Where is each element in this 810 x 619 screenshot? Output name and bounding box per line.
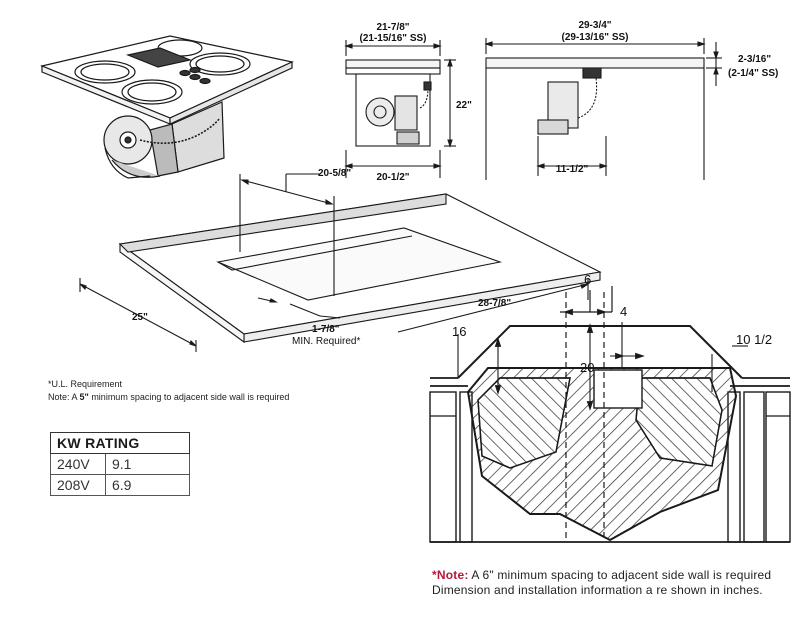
cabinet-cross-section (429, 286, 791, 543)
label-counter-depth: 25" (132, 312, 148, 323)
table-row: 240V 9.1 (50, 453, 190, 475)
label-cutout-width: 28-7/8" (478, 298, 511, 309)
label-thickness-ss: (2-1/4" SS) (728, 68, 778, 79)
notes-block: *U.L. Requirement Note: A 5" minimum spa… (48, 378, 289, 404)
label-side-width: 29-3/4" (578, 20, 611, 31)
voltage-cell: 240V (50, 453, 106, 475)
label-side-width-ss: (29-13/16" SS) (562, 32, 629, 43)
spacing-note-prefix: Note: A (48, 392, 80, 402)
cooktop-isometric (40, 35, 294, 179)
label-box-width: 20-1/2" (376, 172, 409, 183)
label-min-front: 1-7/8" (312, 324, 340, 335)
label-thickness: 2-3/16" (738, 54, 771, 65)
label-hand-20: 20 (580, 360, 594, 375)
label-top-width-ss: (21-15/16" SS) (360, 33, 427, 44)
label-side-box-width: 11-1/2" (556, 164, 589, 175)
kw-cell: 9.1 (105, 453, 190, 475)
label-top-width: 21-7/8" (376, 22, 409, 33)
bottom-note-text: A 6" minimum spacing to adjacent side wa… (432, 568, 772, 597)
label-min-required: MIN. Required* (292, 336, 360, 347)
control-knobs (179, 66, 211, 85)
kw-rating-title: KW RATING (50, 432, 190, 454)
front-view (344, 40, 456, 178)
bottom-note-lead: *Note: (432, 568, 469, 582)
side-view (484, 38, 722, 180)
downdraft-vent (125, 47, 193, 68)
label-cutout-depth: 20-5/8" (318, 168, 351, 179)
voltage-cell: 208V (50, 474, 106, 496)
table-row: 208V 6.9 (50, 474, 190, 496)
countertop-cutout (79, 173, 602, 352)
spacing-note: Note: A 5" minimum spacing to adjacent s… (48, 391, 289, 404)
label-hand-16: 16 (452, 324, 466, 339)
spacing-note-suffix: minimum spacing to adjacent side wall is… (88, 392, 290, 402)
bottom-note: *Note: A 6" minimum spacing to adjacent … (432, 568, 792, 598)
label-hand-4: 4 (620, 304, 627, 319)
burner-left-rear (74, 60, 136, 84)
kw-cell: 6.9 (105, 474, 190, 496)
label-depth-22: 22" (456, 100, 472, 111)
kw-rating-table: KW RATING 240V 9.1 208V 6.9 (50, 432, 190, 496)
label-hand-10-5: 10 1/2 (736, 332, 772, 347)
ul-requirement: *U.L. Requirement (48, 379, 123, 389)
burner-left-front (121, 79, 183, 105)
spacing-note-value: 5" (79, 392, 89, 402)
burner-right-front (189, 52, 251, 76)
label-hand-6: 6 (584, 272, 591, 287)
